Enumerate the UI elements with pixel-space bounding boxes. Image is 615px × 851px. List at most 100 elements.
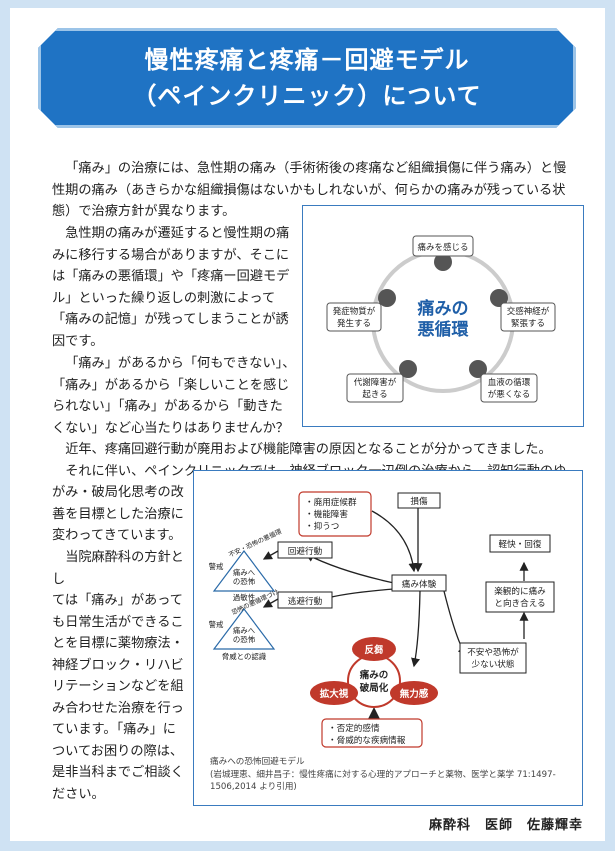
text-line: 神経ブロック・リハビ xyxy=(52,657,184,673)
cycle-item-box xyxy=(480,373,538,403)
paragraph-3: 「痛み」があるから「何もできない」、 「痛み」があるから「楽しいことを感じ られ… xyxy=(52,353,297,439)
injury-box xyxy=(397,492,441,509)
paragraph-5: がみ・破局化思考の改 善を目標とした治療に 変わってきています。 xyxy=(52,482,190,547)
text-line: み合わせた治療を行っ xyxy=(52,700,184,716)
text-line: 変わってきています。 xyxy=(52,528,182,543)
fear-avoidance-svg: ・廃用症候群 ・機能障害 ・抑うつ 損傷 痛み体験 回避行動 逃避行動 軽快・回… xyxy=(209,491,555,748)
text-line: 当院麻酔科の方針とし xyxy=(52,550,184,587)
cycle-item-box xyxy=(346,373,404,403)
text-line: 善を目標とした治療に xyxy=(52,506,184,522)
cycle-item-box xyxy=(412,235,474,257)
arrow xyxy=(322,588,395,602)
cycle-item-box xyxy=(500,302,556,332)
cycle-item-2b: 緊張する xyxy=(511,319,545,329)
low-fear-line2: 少ない状態 xyxy=(472,658,515,670)
gear-icon xyxy=(490,289,508,307)
pain-experience-box xyxy=(391,574,447,592)
cycle-item-3a: 血液の循環 xyxy=(488,377,531,388)
optimistic-box xyxy=(485,581,555,613)
pain-experience-label: 痛み体験 xyxy=(402,578,437,590)
text-line: られない」「痛み」があるから「動きた xyxy=(52,399,283,414)
text-line: 「痛みの記憶」が残ってしまうことが誘 xyxy=(52,312,289,327)
escape-label: 逃避行動 xyxy=(288,595,323,607)
text-line: リテーションなどを組 xyxy=(52,679,184,694)
helplessness-label: 無力感 xyxy=(400,688,429,700)
gear-icon xyxy=(378,289,396,307)
escape-box xyxy=(277,591,333,609)
page: 慢性疼痛と疼痛－回避モデル （ペインクリニック）について 「痛み」の治療には、急… xyxy=(10,8,605,841)
figure-caption-title: 痛みへの恐怖回避モデル xyxy=(210,757,305,767)
low-fear-box xyxy=(459,642,527,674)
magnification-label: 拡大視 xyxy=(320,688,349,700)
tri1-fear-b: の恐怖 xyxy=(233,577,256,586)
cycle-item-4a: 代謝障害が xyxy=(354,377,397,388)
arrow xyxy=(371,510,418,573)
tri1-alert: 警戒 xyxy=(209,562,224,571)
catastrophizing-line2: 破局化 xyxy=(360,682,389,694)
injury-label: 損傷 xyxy=(410,495,428,507)
text-line: 性期の痛み（あきらかな組織損傷はないかもしれないが、何らかの痛みが残っている状 xyxy=(52,182,566,198)
cycle-center-line1: 痛みの xyxy=(418,298,469,319)
negative-info-2: ・脅威的な疾病情報 xyxy=(328,734,406,746)
text-line: みに移行する場合がありますが、そこに xyxy=(52,247,290,263)
fear-avoidance-figure: ・廃用症候群 ・機能障害 ・抑うつ 損傷 痛み体験 回避行動 逃避行動 軽快・回… xyxy=(193,470,583,806)
fear-triangle-2 xyxy=(212,608,276,650)
cycle-item-5a: 発症物質が xyxy=(333,306,376,317)
fear-triangle-1 xyxy=(212,550,276,592)
pain-cycle-svg: 痛みの 悪循環 痛みを感じる 交感神経が 緊張する 血液の循環 が悪くなる 代謝… xyxy=(326,235,556,403)
symptom-1: ・廃用症候群 xyxy=(305,496,357,508)
helplessness-circle xyxy=(390,681,438,705)
text-line: ついてお困りの際は、 xyxy=(52,743,184,759)
tri2-threat: 脅威との認識 xyxy=(222,652,267,661)
text-line: ては「痛み」があって xyxy=(52,593,183,608)
figure-caption-source2: 1506,2014 より引用) xyxy=(210,782,297,792)
catastrophizing-circle xyxy=(347,654,401,708)
cycle-center-line2: 悪循環 xyxy=(418,319,470,340)
title-banner: 慢性疼痛と疼痛－回避モデル （ペインクリニック）について xyxy=(38,28,576,128)
paragraph-1: 「痛み」の治療には、急性期の痛み（手術術後の疼痛など組織損傷に伴う痛み）と慢 性… xyxy=(52,158,592,223)
cycle-item-2a: 交感神経が xyxy=(507,306,550,317)
text-line: ています。「痛み」に xyxy=(52,722,176,737)
tri1-sensitivity: 過敏性 xyxy=(233,593,255,602)
paragraph-2: 急性期の痛みが遷延すると慢性期の痛 みに移行する場合がありますが、そこに は「痛… xyxy=(52,223,297,352)
gear-icon xyxy=(434,253,452,271)
title-line1: 慢性疼痛と疼痛－回避モデル xyxy=(144,46,470,74)
text-line: は「痛みの悪循環」や「疼痛ー回避モデ xyxy=(52,269,290,284)
arrow xyxy=(262,550,279,560)
figure-caption-source1: (岩城理恵、細井昌子：慢性疼痛に対する心理的アプローチと薬物、医学と薬学 71:… xyxy=(210,770,556,780)
negative-info-1: ・否定的感情 xyxy=(328,722,380,734)
pain-cycle-figure: 痛みの 悪循環 痛みを感じる 交感神経が 緊張する 血液の循環 が悪くなる 代謝… xyxy=(302,205,584,427)
avoidance-label: 回避行動 xyxy=(288,545,323,557)
title-line2: （ペインクリニック）について xyxy=(132,82,482,110)
text-line: がみ・破局化思考の改 xyxy=(52,485,184,500)
tri1-fear-a: 痛みへ xyxy=(233,568,256,577)
symptom-3: ・抑うつ xyxy=(305,520,339,532)
arrow xyxy=(411,590,421,668)
negative-info-box xyxy=(321,718,423,748)
arrow xyxy=(262,598,279,608)
cycle-item-5b: 発生する xyxy=(337,318,371,329)
rumination-circle xyxy=(352,637,396,661)
text-line: 「痛み」があるから「楽しいことを感じ xyxy=(52,377,290,393)
recovery-box xyxy=(489,534,551,553)
text-line: ださい。 xyxy=(52,786,105,802)
text-line: 「痛み」の治療には、急性期の痛み（手術術後の疼痛など組織損傷に伴う痛み）と慢 xyxy=(65,161,567,176)
text-line: も日常生活ができるこ xyxy=(52,614,184,630)
avoidance-box xyxy=(277,541,333,559)
text-line: 急性期の痛みが遷延すると慢性期の痛 xyxy=(65,226,290,241)
tri1-side-label: 不安・恐怖の悪循環 xyxy=(227,526,283,559)
paragraph-6: 当院麻酔科の方針とし ては「痛み」があって も日常生活ができるこ とを目標に薬物… xyxy=(52,547,190,805)
text-line: ル」といった繰り返しの刺激によって xyxy=(52,290,276,306)
tri2-alert: 警戒 xyxy=(209,620,224,629)
text-line: とを目標に薬物療法・ xyxy=(52,636,184,651)
text-line: 近年、疼痛回避行動が廃用および機能障害の原因となることが分かってきました。 xyxy=(65,442,552,457)
cycle-item-4b: 起きる xyxy=(362,390,387,400)
optimistic-line2: と向き合える xyxy=(494,597,545,609)
symptoms-box xyxy=(298,491,372,537)
magnification-circle xyxy=(310,681,358,705)
gear-icon xyxy=(469,360,487,378)
cycle-item-3b: が悪くなる xyxy=(488,389,531,400)
tri2-fear-a: 痛みへ xyxy=(233,626,256,635)
optimistic-line1: 楽観的に痛み xyxy=(494,585,546,597)
cycle-item-box xyxy=(326,302,382,332)
